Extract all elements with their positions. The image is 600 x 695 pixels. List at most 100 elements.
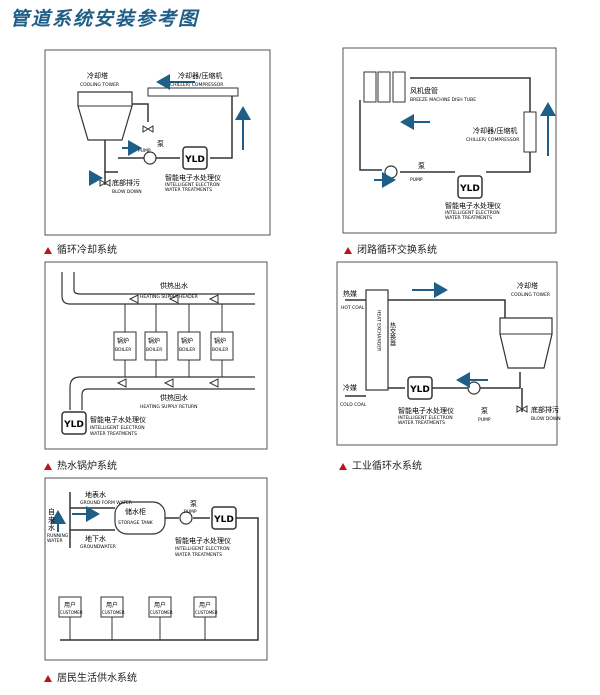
chiller-icon — [147, 87, 239, 97]
customer-unit — [193, 596, 217, 640]
hx-label-cn: 热交换器 — [389, 321, 396, 347]
yld-desc-cn: 智能电子水处理仪 — [165, 173, 221, 182]
yld-device-icon — [61, 411, 87, 435]
yld-label: YLD — [409, 385, 430, 395]
pump-label-en: PUMP — [138, 148, 151, 154]
pump-label-en: PUMP — [184, 509, 197, 515]
yld-desc-en1: INTELLIGENT ELECTRON — [445, 210, 500, 216]
chiller-label-cn: 冷却器/压缩机 — [178, 71, 222, 80]
return-label-cn: 供热回水 — [160, 393, 188, 402]
under-label-cn: 地下水 — [85, 534, 106, 543]
fan-coil-icon — [363, 71, 377, 103]
pump-label-cn: 泵 — [481, 407, 488, 415]
yld-desc-en2: WATER TREATMENTS — [90, 431, 137, 437]
panel-frame — [44, 261, 268, 450]
yld-device-icon — [457, 175, 483, 199]
yld-device-icon — [407, 376, 433, 400]
pump-label-en: PUMP — [410, 177, 423, 183]
running-label-cn-3: 水 — [48, 523, 55, 532]
pump-icon — [384, 165, 398, 179]
customer-label-cn: 用户 — [199, 601, 211, 609]
under-label-en: GROUNDWATER — [80, 544, 116, 550]
fan-label-en: BREEZE MACHINE DISH TUBE — [410, 97, 476, 103]
fan-coil-icon — [392, 71, 406, 103]
panel-industrial-circulation: YLD 热媒 HOT COAL 冷媒 COLD COAL 热交换器 HEAT E… — [336, 261, 561, 446]
ground-label-en: GROUND FORM WATER — [80, 500, 132, 506]
running-label-cn-2: 来 — [48, 516, 55, 524]
cold-label-cn: 冷媒 — [343, 383, 357, 392]
page-title: 管道系统安装参考图 — [10, 8, 200, 30]
caption-text: 居民生活供水系统 — [57, 673, 137, 684]
hx-label-en: HEAT EXCHANGER — [376, 310, 382, 351]
customer-unit — [148, 596, 172, 640]
panel-closed-loop: YLD 风机盘管 BREEZE MACHINE DISH TUBE 冷却器/压缩… — [342, 47, 557, 234]
cooling-tower-icon — [499, 317, 553, 369]
caption-marker-icon — [44, 675, 52, 682]
caption-marker-icon — [44, 247, 52, 254]
boiler-icon — [210, 331, 234, 361]
caption-industrial: 工业循环水系统 — [339, 457, 422, 472]
boiler-unit — [144, 304, 168, 377]
cooling-tower-icon — [77, 91, 133, 141]
boiler-label-cn: 锅炉 — [181, 337, 193, 345]
boiler-label-cn: 锅炉 — [214, 337, 226, 345]
supply-label-en: HEATING SUPPLY HEADER — [140, 294, 198, 300]
caption-cooling: 循环冷却系统 — [44, 241, 117, 256]
blowdown-label-en: BLOW DOWN — [112, 189, 142, 195]
yld-device-icon — [182, 146, 208, 170]
caption-residential: 居民生活供水系统 — [44, 669, 137, 684]
hot-label-en: HOT COAL — [341, 305, 365, 311]
yld-desc-en2: WATER TREATMENTS — [398, 420, 445, 426]
tank-label-en: STORAGE TANK — [118, 520, 154, 526]
running-label-en-2: WATER — [47, 538, 63, 544]
chiller-label-en: CHILLER/ COMPRESSOR — [466, 137, 519, 143]
blowdown-label-cn: 底部排污 — [531, 405, 559, 414]
pump-label-cn: 泵 — [157, 140, 164, 148]
boiler-unit — [210, 304, 234, 377]
boiler-label-en: BOILER — [212, 347, 228, 353]
caption-closed-loop: 闭路循环交换系统 — [344, 241, 437, 256]
yld-device-icon — [211, 506, 237, 530]
yld-label: YLD — [184, 155, 205, 165]
yld-desc-en2: WATER TREATMENTS — [175, 552, 222, 558]
boiler-icon — [113, 331, 137, 361]
valve-icon — [142, 125, 154, 133]
panel-residential-supply: YLD 地表水 GROUND FORM WATER 储水柜 STORAGE TA… — [44, 477, 268, 661]
chiller-label-cn: 冷却器/压缩机 — [473, 126, 517, 135]
panel-frame — [336, 261, 558, 446]
running-label-en-1: RUNNING — [47, 533, 69, 539]
customer-label-en: CUSTOMER — [102, 610, 125, 615]
caption-text: 循环冷却系统 — [57, 245, 117, 256]
yld-label: YLD — [213, 515, 234, 525]
blowdown-label-cn: 底部排污 — [112, 178, 140, 187]
panel-cooling-circulation: YLD 冷却塔 COOLING TOWER 冷却器/压缩机 CHILLER/ C… — [44, 49, 271, 236]
caption-marker-icon — [344, 247, 352, 254]
yld-desc-cn: 智能电子水处理仪 — [90, 415, 146, 424]
hot-label-cn: 热媒 — [343, 289, 357, 298]
boiler-label-en: BOILER — [146, 347, 162, 353]
yld-label: YLD — [63, 420, 84, 430]
boiler-label-en: BOILER — [115, 347, 131, 353]
pump-label-en: PUMP — [478, 417, 491, 423]
pump-icon — [143, 151, 157, 165]
pump-label-cn: 泵 — [190, 500, 197, 508]
caption-marker-icon — [44, 463, 52, 470]
yld-desc-cn: 智能电子水处理仪 — [175, 536, 231, 545]
boiler-label-cn: 锅炉 — [148, 337, 160, 345]
tower-label-cn: 冷却塔 — [87, 71, 108, 80]
customer-label-cn: 用户 — [64, 601, 76, 609]
customer-label-cn: 用户 — [106, 601, 118, 609]
blowdown-label-en: BLOW DOWN — [531, 416, 561, 422]
chiller-label-en: CHILLER/ COMPRESSOR — [170, 82, 223, 88]
caption-marker-icon — [339, 463, 347, 470]
tower-label-en: COOLING TOWER — [511, 292, 550, 298]
boiler-icon — [177, 331, 201, 361]
chiller-icon — [523, 111, 537, 153]
supply-label-cn: 供热出水 — [160, 281, 188, 290]
tank-label-cn: 储水柜 — [125, 507, 146, 516]
caption-text: 闭路循环交换系统 — [357, 245, 437, 256]
blowdown-valve-icon — [516, 405, 528, 413]
running-label-cn-1: 自 — [48, 507, 55, 516]
customer-label-en: CUSTOMER — [195, 610, 218, 615]
